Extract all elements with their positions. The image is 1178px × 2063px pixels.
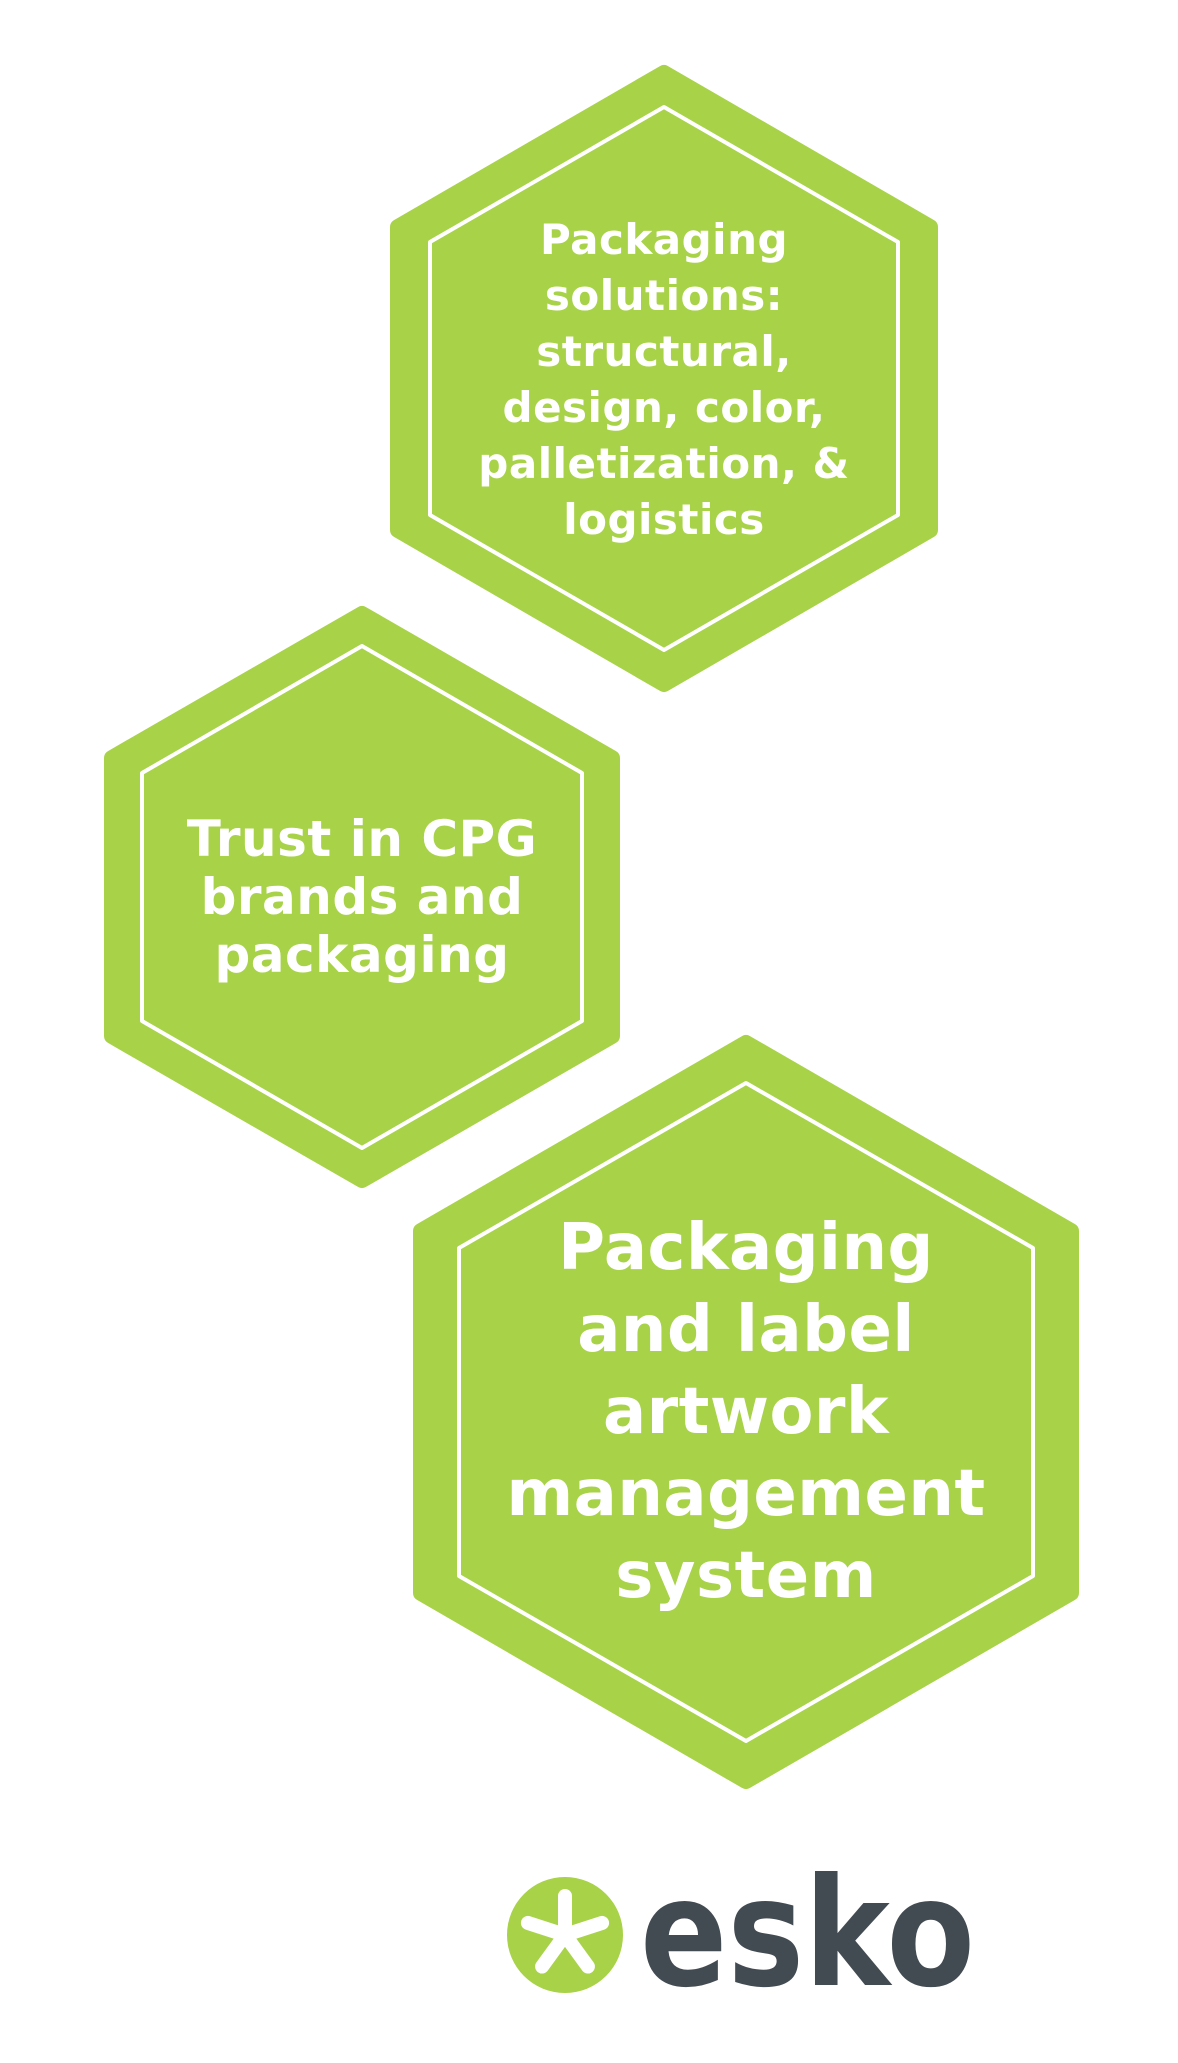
hexagon-shape [413,1035,1079,1789]
esko-logo: esko [505,1870,985,2000]
hexagon-packaging-solutions: Packaging solutions: structural, design,… [390,65,938,692]
node-label-trust-cpg: Trust in CPG brands and packaging [186,810,538,984]
esko-logo-graphic: esko [507,1870,975,2000]
hexagon-shape [104,606,620,1188]
hexagon-shape [390,65,938,692]
node-label-packaging-solutions: Packaging solutions: structural, design,… [478,215,850,544]
asterisk-icon [507,1877,623,1993]
logo-wordmark: esko [640,1870,975,2000]
hexagon-trust-cpg: Trust in CPG brands and packaging [104,606,620,1188]
node-label-artwork-management: Packaging and label artwork management s… [506,1211,986,1613]
hexagon-artwork-management: Packaging and label artwork management s… [413,1035,1079,1789]
